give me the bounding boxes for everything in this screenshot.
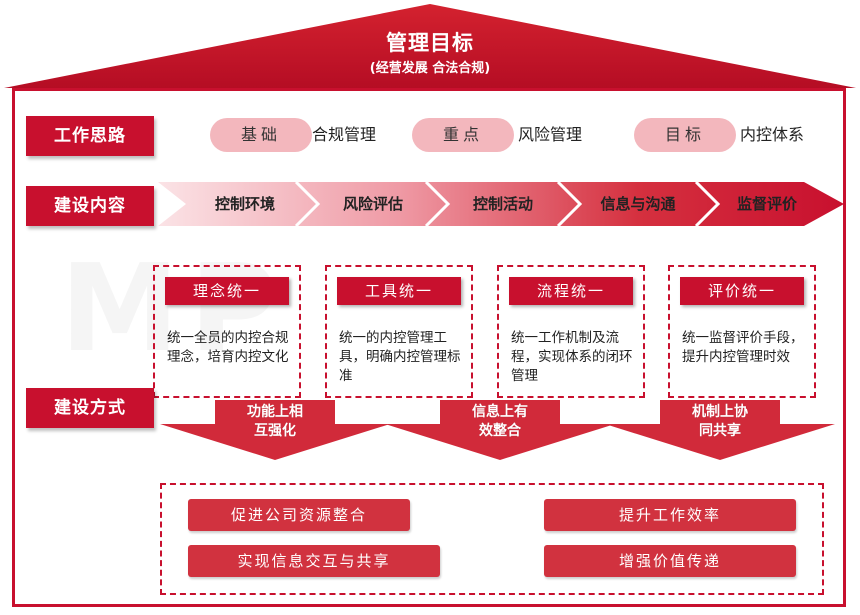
unify-box-text: 统一全员的内控合规理念，培育内控文化 <box>167 330 289 365</box>
unify-box-title: 理念统一 <box>165 277 289 305</box>
unify-box-text: 统一监督评价手段，提升内控管理时效 <box>682 330 804 365</box>
result-item-3: 实现信息交互与共享 <box>188 545 440 577</box>
unify-box-text: 统一的内控管理工具，明确内控管理标准 <box>339 330 461 384</box>
roof-banner <box>4 4 856 88</box>
unify-box-4: 评价统一 统一监督评价手段，提升内控管理时效 <box>668 265 816 398</box>
work-idea-tag-3: 目标 <box>634 118 736 152</box>
watermark: MP <box>60 240 288 379</box>
method-arrow-3-line2: 同共享 <box>699 423 741 439</box>
work-idea-label: 工作思路 <box>26 116 154 156</box>
work-idea-tag-1: 基础 <box>210 118 312 152</box>
result-item-4: 增强价值传递 <box>544 545 796 577</box>
work-idea-text-3: 内控体系 <box>740 125 805 144</box>
method-arrow-1 <box>160 400 390 460</box>
content-chevron-band <box>158 182 844 226</box>
method-arrow-1-line2: 互强化 <box>254 423 296 439</box>
management-goal-subtitle: (经营发展 合法合规) <box>369 61 491 76</box>
method-arrow-3 <box>605 400 835 460</box>
result-item-1: 促进公司资源整合 <box>188 499 410 531</box>
unify-box-1: 理念统一 统一全员的内控合规理念，培育内控文化 <box>153 265 301 398</box>
unify-box-title: 流程统一 <box>509 277 633 305</box>
unify-box-title: 评价统一 <box>680 277 804 305</box>
method-arrow-2-line1: 信息上有 <box>472 404 528 420</box>
result-item-2: 提升工作效率 <box>544 499 796 531</box>
unify-box-title: 工具统一 <box>337 277 461 305</box>
method-arrow-2 <box>385 400 615 460</box>
work-idea-text-2: 风险管理 <box>518 125 583 144</box>
work-idea-text-1: 合规管理 <box>312 125 377 144</box>
content-step-3: 控制活动 <box>472 195 533 213</box>
unify-box-3: 流程统一 统一工作机制及流程，实现体系的闭环管理 <box>497 265 645 398</box>
method-arrow-1-line1: 功能上相 <box>247 404 303 420</box>
method-label: 建设方式 <box>26 388 154 428</box>
work-idea-tag-2: 重点 <box>412 118 514 152</box>
main-frame <box>12 88 846 607</box>
content-step-5: 监督评价 <box>736 195 797 213</box>
unify-box-2: 工具统一 统一的内控管理工具，明确内控管理标准 <box>325 265 473 398</box>
unify-box-text: 统一工作机制及流程，实现体系的闭环管理 <box>511 330 633 384</box>
method-arrow-2-line2: 效整合 <box>479 423 521 439</box>
content-label: 建设内容 <box>26 186 154 226</box>
results-box: 促进公司资源整合 提升工作效率 实现信息交互与共享 增强价值传递 <box>160 483 824 595</box>
content-step-1: 控制环境 <box>214 195 275 213</box>
method-arrow-3-line1: 机制上协 <box>692 404 748 420</box>
content-step-2: 风险评估 <box>342 195 403 213</box>
management-goal-title: 管理目标 <box>386 31 474 55</box>
content-step-4: 信息与沟通 <box>600 195 676 213</box>
